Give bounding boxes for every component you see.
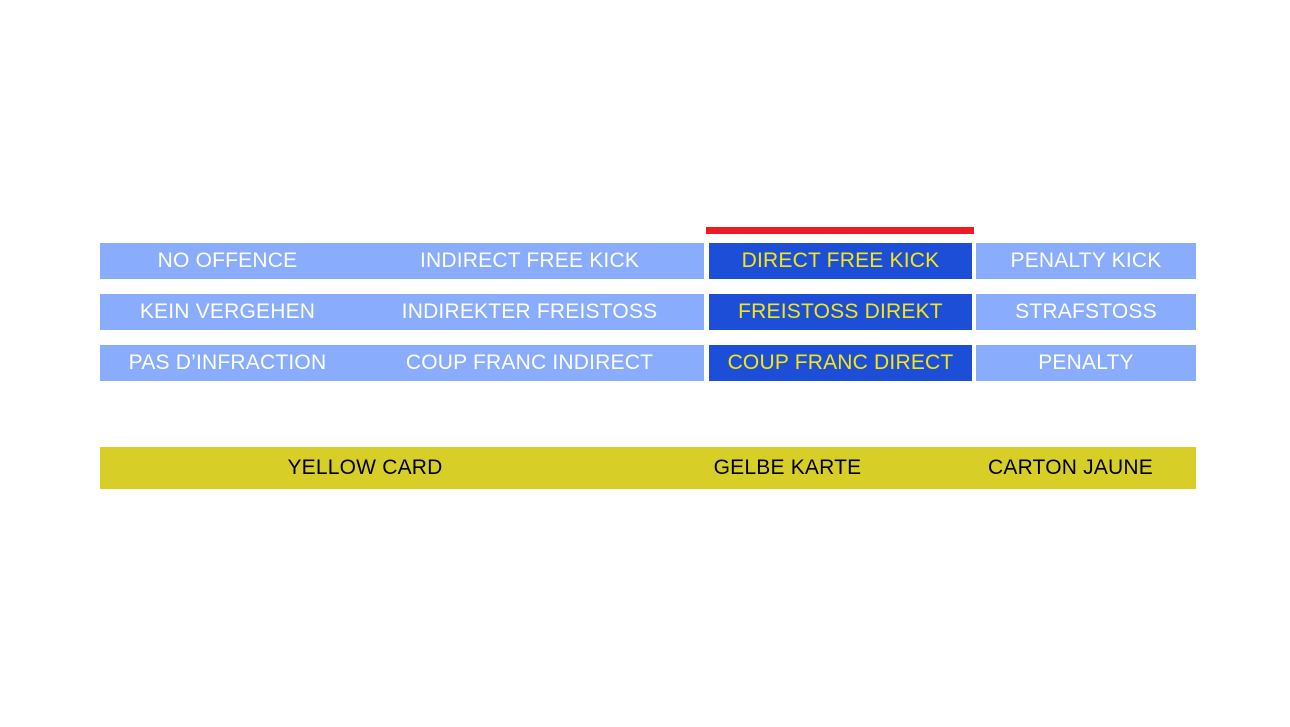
- cell-direct-free-kick[interactable]: DIRECT FREE KICK: [709, 243, 972, 279]
- cell-gap: [704, 243, 709, 279]
- cell-indirect-free-kick[interactable]: INDIRECT FREE KICK: [355, 243, 704, 279]
- cell-penalty-kick[interactable]: PENALTY KICK: [976, 243, 1196, 279]
- cell-gap: [972, 345, 976, 381]
- matrix-row: PAS D’INFRACTION COUP FRANC INDIRECT COU…: [100, 345, 1196, 381]
- matrix-row: KEIN VERGEHEN INDIREKTER FREISTOSS FREIS…: [100, 294, 1196, 330]
- cell-coup-franc-indirect[interactable]: COUP FRANC INDIRECT: [355, 345, 704, 381]
- cell-coup-franc-direct[interactable]: COUP FRANC DIRECT: [709, 345, 972, 381]
- card-label-yellow-card[interactable]: YELLOW CARD: [287, 456, 443, 479]
- cell-freistoss-direkt[interactable]: FREISTOSS DIREKT: [709, 294, 972, 330]
- cell-strafstoss[interactable]: STRAFSTOSS: [976, 294, 1196, 330]
- selection-marker: [706, 227, 974, 234]
- offence-severity-matrix: NO OFFENCE INDIRECT FREE KICK DIRECT FRE…: [100, 227, 1196, 381]
- cell-penalty[interactable]: PENALTY: [976, 345, 1196, 381]
- card-label-gelbe-karte[interactable]: GELBE KARTE: [713, 456, 862, 479]
- cell-gap: [704, 345, 709, 381]
- card-label-carton-jaune[interactable]: CARTON JAUNE: [988, 456, 1153, 479]
- cell-kein-vergehen[interactable]: KEIN VERGEHEN: [100, 294, 355, 330]
- yellow-card-band: YELLOW CARD GELBE KARTE CARTON JAUNE: [100, 447, 1196, 489]
- cell-gap: [972, 294, 976, 330]
- cell-indirekter-freistoss[interactable]: INDIREKTER FREISTOSS: [355, 294, 704, 330]
- cell-gap: [704, 294, 709, 330]
- cell-pas-dinfraction[interactable]: PAS D’INFRACTION: [100, 345, 355, 381]
- cell-no-offence[interactable]: NO OFFENCE: [100, 243, 355, 279]
- cell-gap: [972, 243, 976, 279]
- matrix-row: NO OFFENCE INDIRECT FREE KICK DIRECT FRE…: [100, 227, 1196, 279]
